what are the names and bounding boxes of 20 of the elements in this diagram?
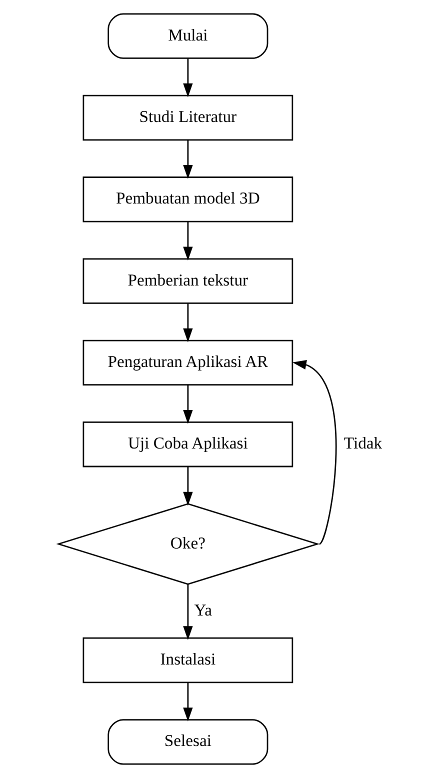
- node-box: Mulai: [108, 13, 268, 59]
- node-box: Instalasi: [82, 637, 294, 684]
- node-box: Pengaturan Aplikasi AR: [82, 340, 294, 386]
- arrow: [183, 682, 193, 722]
- arrow: [183, 58, 193, 98]
- edge-label: Tidak: [344, 434, 382, 453]
- node-box: Studi Literatur: [82, 94, 294, 141]
- arrow: [183, 304, 193, 342]
- edge-label: Ya: [194, 600, 212, 620]
- node-box: Pemberian tekstur: [82, 258, 294, 304]
- node-box: Uji Coba Aplikasi: [82, 422, 294, 468]
- arrow: [292, 360, 337, 544]
- arrow: [183, 584, 193, 640]
- arrow: [183, 222, 193, 261]
- node-diamond: Oke?: [56, 503, 320, 585]
- node-box: Pembuatan model 3D: [82, 176, 294, 222]
- arrow: [183, 140, 193, 179]
- arrow: [183, 385, 193, 424]
- arrow: [183, 466, 193, 506]
- node-box: Selesai: [108, 719, 268, 765]
